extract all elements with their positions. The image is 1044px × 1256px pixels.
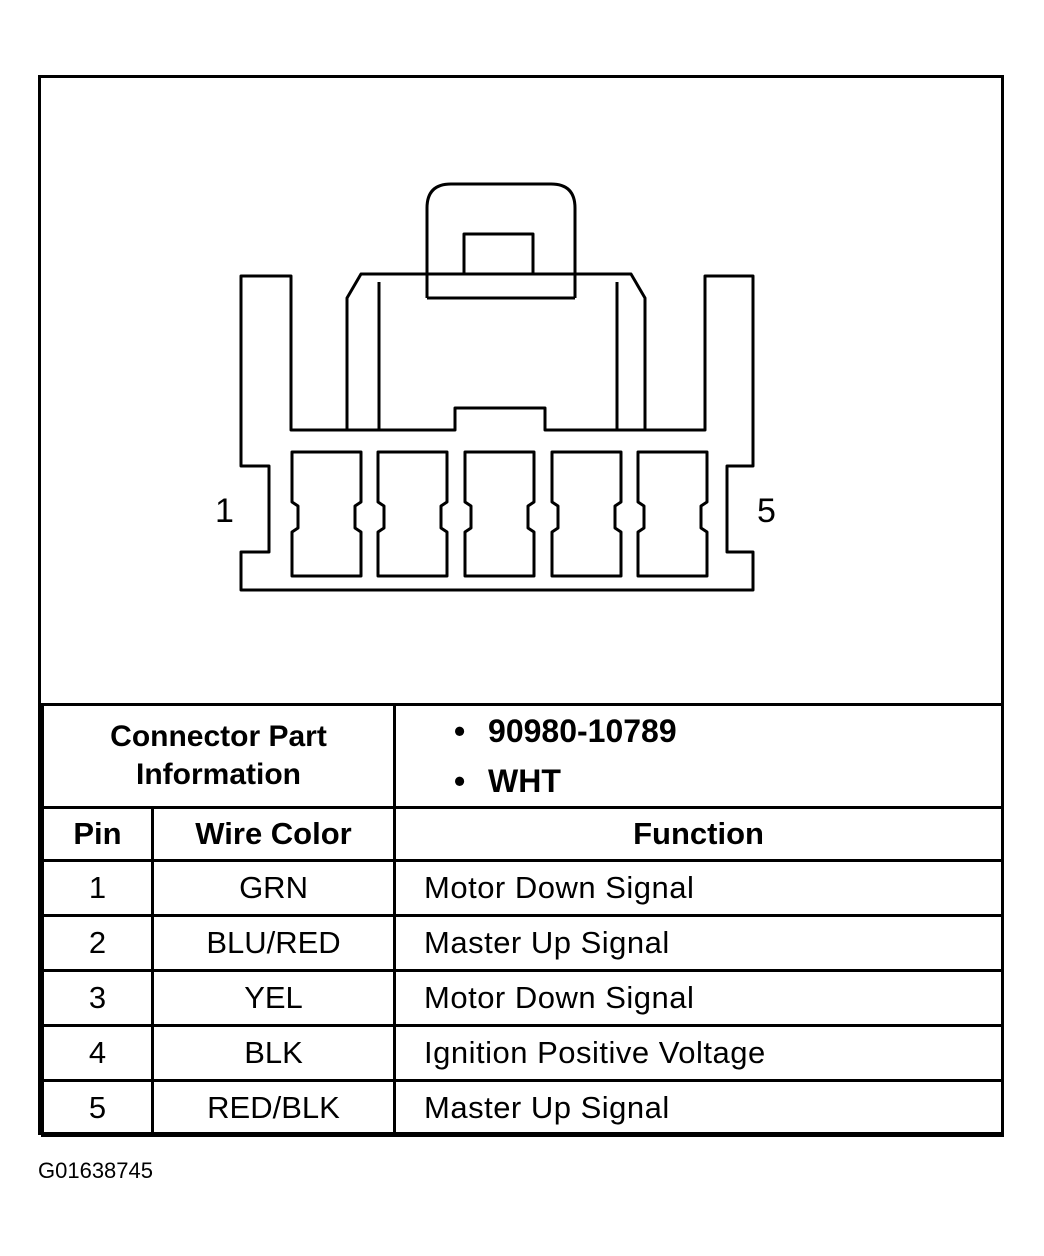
pin-number: 5 [41,1079,154,1137]
table-row: 5 RED/BLK Master Up Signal [41,1079,1005,1137]
pin-number: 3 [41,969,154,1027]
pin-number: 1 [41,859,154,917]
pin-function: Master Up Signal [393,1079,1005,1137]
bullet-icon: • [454,713,466,749]
table-row: 3 YEL Motor Down Signal [41,969,1005,1027]
header-function: Function [393,806,1005,862]
housing-top [345,272,647,430]
table-header-row: Pin Wire Color Function [41,806,1005,862]
bullet-icon: • [454,763,466,799]
pin-cavity-4 [550,450,623,578]
part-number-item: • 90980-10789 [454,706,1001,756]
pin-label-right: 5 [757,492,776,530]
connector-part-label-line2: Information [136,758,301,791]
pin-cavity-5 [636,450,709,578]
table-row: 4 BLK Ignition Positive Voltage [41,1024,1005,1082]
pin-label-left: 1 [215,492,234,530]
pin-cavity-1 [290,450,363,578]
pin-number: 4 [41,1024,154,1082]
table-row: 2 BLU/RED Master Up Signal [41,914,1005,972]
connector-part-info-values: • 90980-10789 • WHT [393,703,1005,809]
table-row: 1 GRN Motor Down Signal [41,859,1005,917]
pin-number: 2 [41,914,154,972]
header-wire-color: Wire Color [150,806,397,862]
figure-id: G01638745 [38,1158,153,1183]
connector-color: WHT [488,763,561,799]
pin-function: Master Up Signal [393,914,1005,972]
connector-color-item: • WHT [454,756,1001,806]
locking-tab [425,182,577,298]
pin-function: Ignition Positive Voltage [393,1024,1005,1082]
pin-cavity-3 [463,450,536,578]
part-number: 90980-10789 [488,713,677,749]
wire-color: BLK [150,1024,397,1082]
connector-part-label-line1: Connector Part [110,720,327,753]
connector-drawing [239,182,755,592]
wire-color: YEL [150,969,397,1027]
wire-color: GRN [150,859,397,917]
pin-cavity-2 [376,450,449,578]
diagram-frame: 1 5 Connector Part Information • 90980-10… [38,75,1005,1137]
pin-function: Motor Down Signal [393,969,1005,1027]
header-pin: Pin [41,806,154,862]
wire-color: BLU/RED [150,914,397,972]
wire-color: RED/BLK [150,1079,397,1137]
connector-info-table: Connector Part Information • 90980-10789 … [40,703,1005,1137]
connector-part-info-label: Connector Part Information [40,703,397,809]
pin-function: Motor Down Signal [393,859,1005,917]
connector-body [239,274,347,432]
